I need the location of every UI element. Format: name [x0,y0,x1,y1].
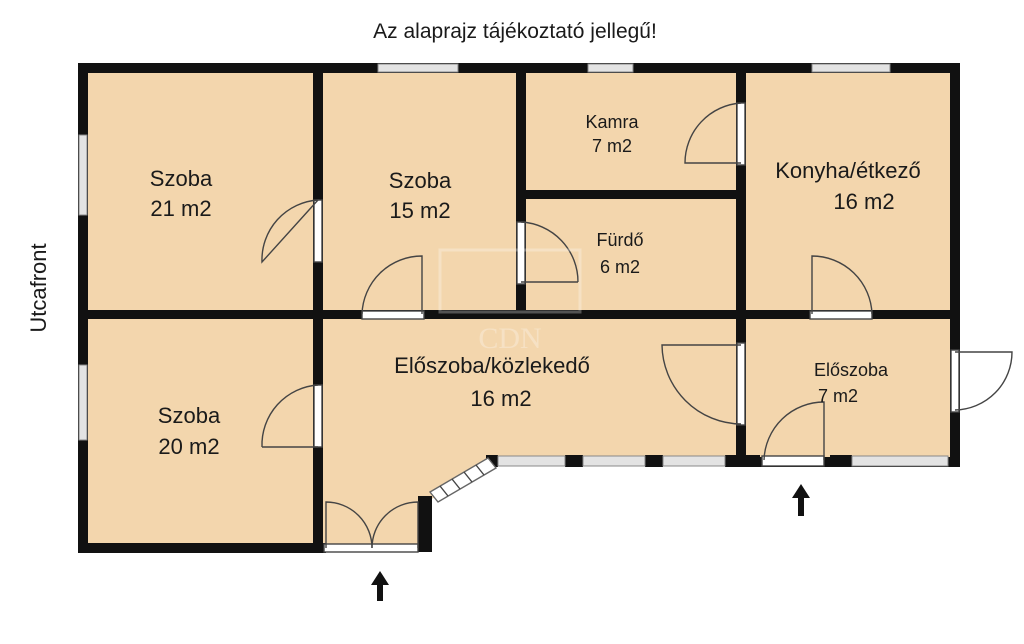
room-name: Előszoba [814,360,889,380]
room-name: Fürdő [596,230,643,250]
entrance-arrows [371,484,810,601]
street-front-label: Utcafront [26,243,51,332]
arrow-up-icon [792,484,810,516]
room-area: 7 m2 [818,386,858,406]
room-name: Kamra [585,112,639,132]
room-area: 7 m2 [592,136,632,156]
room-area: 16 m2 [470,386,531,411]
room-area: 16 m2 [833,189,894,214]
disclaimer: Az alaprajz tájékoztató jellegű! [373,20,657,43]
watermark: CDN [438,248,582,355]
room-name: Szoba [158,403,221,428]
windows [78,63,949,467]
arrow-up-icon [371,571,389,601]
walls [78,63,960,553]
room-labels: Szoba 21 m2 Szoba 15 m2 Kamra 7 m2 Konyh… [150,112,921,459]
room-area: 15 m2 [389,198,450,223]
room-name: Előszoba/közlekedő [394,353,590,378]
room-name: Szoba [150,166,213,191]
room-area: 6 m2 [600,257,640,277]
doors [261,102,1013,553]
room-area: 20 m2 [158,434,219,459]
room-name: Konyha/étkező [775,158,921,183]
room-name: Szoba [389,168,452,193]
watermark-text: CDN [478,322,541,355]
room-area: 21 m2 [150,196,211,221]
